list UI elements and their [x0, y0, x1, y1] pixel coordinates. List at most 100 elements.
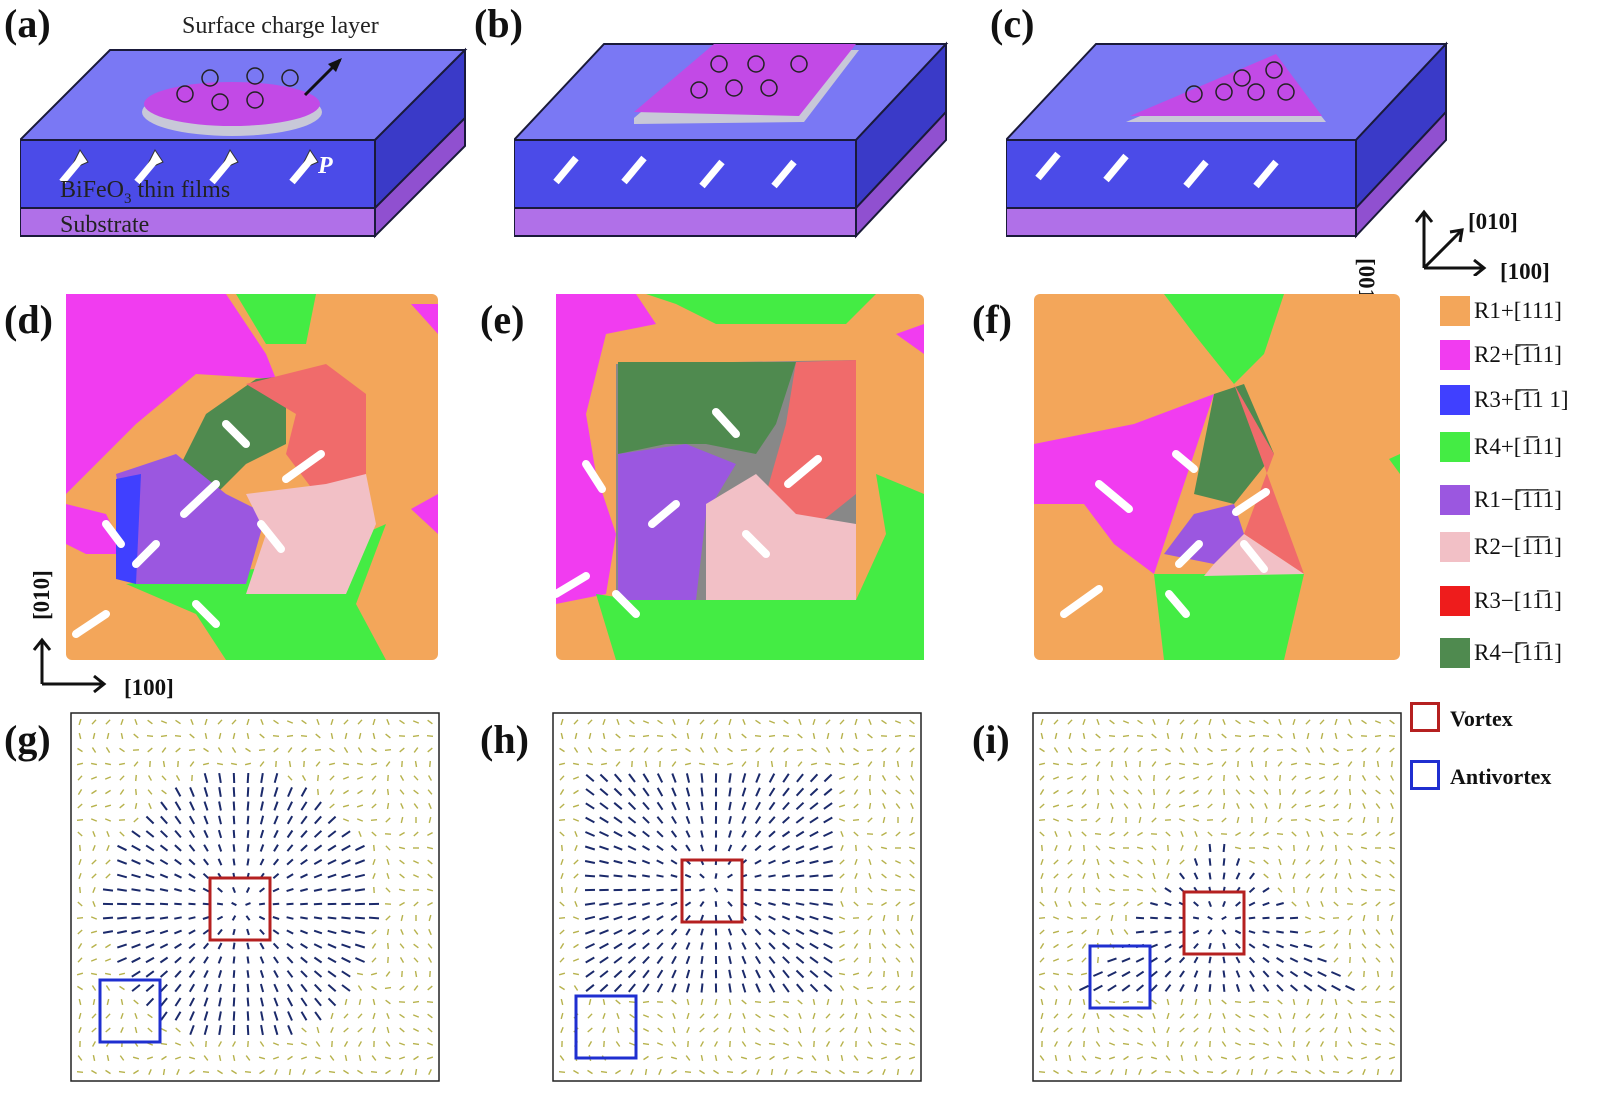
polarization-vector — [1164, 930, 1172, 934]
polarization-vector — [768, 1000, 776, 1004]
polarization-vector — [1235, 831, 1241, 837]
polarization-vector — [90, 804, 98, 808]
polarization-vector — [145, 983, 155, 993]
polarization-vector — [1319, 1027, 1325, 1033]
surface-charge-label: Surface charge layer — [182, 13, 379, 39]
polarization-vector — [1249, 789, 1255, 795]
polarization-vector — [105, 747, 111, 753]
polarization-vector — [385, 845, 391, 851]
polarization-vector — [755, 983, 761, 993]
polarization-vector — [839, 985, 845, 991]
polarization-vector — [1053, 985, 1059, 991]
polarization-vector — [1080, 1070, 1088, 1074]
polarization-vector — [809, 902, 819, 906]
polarization-vector — [1319, 859, 1325, 865]
polarization-vector — [1305, 1069, 1311, 1075]
polarization-vector — [867, 915, 873, 921]
vortex-box — [1182, 890, 1246, 956]
polarization-vector — [1122, 874, 1130, 878]
polarization-vector — [245, 1055, 251, 1061]
polarization-vector — [1319, 1069, 1325, 1075]
polarization-vector — [1178, 956, 1186, 964]
polarization-vector — [1390, 802, 1394, 810]
polarization-vector — [656, 1056, 664, 1060]
polarization-vector — [1334, 872, 1338, 880]
polarization-vector — [1319, 873, 1325, 879]
polarization-vector — [713, 747, 719, 753]
polarization-vector — [585, 802, 595, 810]
polarization-vector — [685, 801, 691, 811]
polarization-vector — [895, 789, 901, 795]
polarization-vector — [272, 1042, 280, 1046]
polarization-vector — [1304, 930, 1312, 934]
polarization-vector — [1109, 747, 1115, 753]
polarization-vector — [853, 943, 859, 949]
polarization-vector — [796, 773, 804, 783]
polarization-vector — [587, 1069, 593, 1075]
polarization-vector — [558, 1071, 566, 1073]
polarization-vector — [1320, 998, 1324, 1006]
polarization-vector — [357, 719, 363, 725]
polarization-vector — [627, 845, 637, 851]
polarization-vector — [754, 816, 762, 824]
polarization-vector — [1040, 732, 1044, 740]
polarization-vector — [1235, 747, 1241, 753]
polarization-vector — [313, 844, 323, 852]
polarization-vector — [327, 970, 337, 978]
polarization-vector — [781, 830, 791, 838]
polarization-vector — [670, 901, 678, 907]
polarization-vector — [148, 802, 152, 810]
polarization-vector — [560, 1012, 564, 1020]
polarization-vector — [232, 829, 236, 839]
polarization-vector — [217, 719, 223, 725]
polarization-vector — [909, 957, 915, 963]
polarization-vector — [1179, 789, 1185, 795]
polarization-vector — [783, 1013, 789, 1019]
polarization-vector — [174, 858, 182, 866]
polarization-vector — [371, 789, 377, 795]
polarization-vector — [1319, 1041, 1325, 1047]
polarization-vector — [685, 969, 691, 979]
polarization-vector — [317, 788, 319, 796]
polarization-vector — [78, 872, 82, 880]
polarization-vector — [426, 735, 434, 737]
polarization-vector — [300, 916, 308, 920]
polarization-vector — [642, 845, 650, 851]
polarization-vector — [218, 801, 222, 811]
polarization-vector — [1331, 971, 1341, 977]
polarization-vector — [642, 1042, 650, 1046]
polarization-vector — [1235, 789, 1241, 795]
polarization-vector — [656, 787, 664, 797]
polarization-vector — [300, 983, 308, 993]
polarization-vector — [742, 718, 746, 726]
polarization-vector — [91, 747, 97, 753]
polarization-vector — [90, 916, 98, 920]
polarization-vector — [824, 762, 832, 766]
polarization-vector — [1053, 1027, 1059, 1033]
polarization-vector — [768, 801, 776, 811]
polarization-vector — [1053, 1069, 1059, 1075]
polarization-vector — [768, 1014, 776, 1018]
polarization-vector — [585, 773, 595, 783]
polarization-vector — [1222, 956, 1226, 964]
polarization-vector — [246, 942, 250, 950]
polarization-vector — [1375, 747, 1381, 753]
polarization-vector — [1235, 1013, 1241, 1019]
polarization-vector — [1094, 903, 1102, 905]
polarization-vector — [145, 916, 155, 920]
polarization-vector — [399, 1013, 405, 1019]
polarization-vector — [768, 830, 776, 838]
polarization-vector — [768, 734, 776, 738]
polarization-vector — [670, 928, 678, 936]
polarization-vector — [572, 804, 580, 808]
polarization-vector — [246, 928, 250, 936]
polarization-vector — [218, 1024, 222, 1036]
polarization-vector — [135, 774, 137, 782]
polarization-vector — [644, 760, 648, 768]
polarization-vector — [1179, 1013, 1185, 1019]
polarization-vector — [1207, 775, 1213, 781]
polarization-vector — [686, 718, 690, 726]
polarization-vector — [809, 816, 819, 824]
polarization-vector — [1122, 860, 1130, 864]
polarization-vector — [671, 733, 677, 739]
